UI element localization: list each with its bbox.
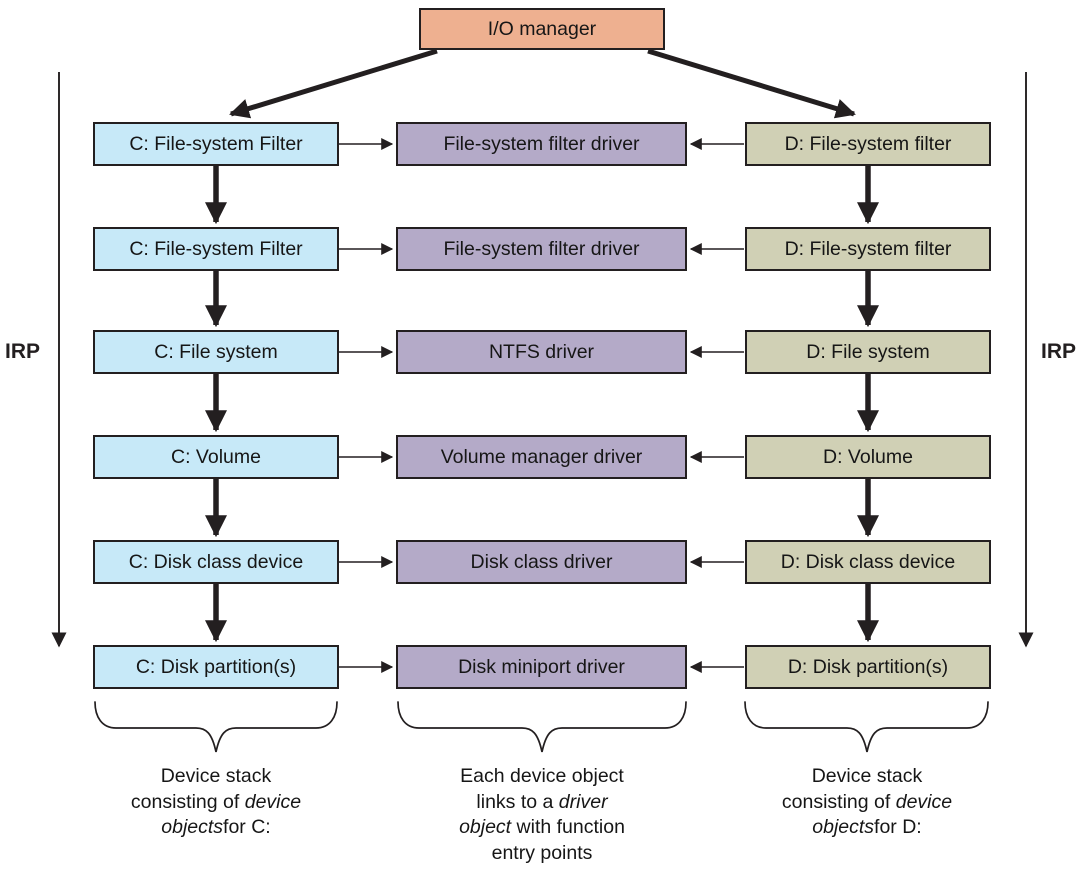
device-box-c-disk-class: C: Disk class device — [93, 540, 339, 584]
caption-line: consisting of — [781, 790, 896, 813]
io-manager-to-c-arrow — [229, 48, 438, 119]
caption-line: with function — [511, 816, 625, 838]
caption-driver-objects: Each device object links to a driver obj… — [397, 764, 687, 866]
device-box-c-filesystem: C: File system — [93, 330, 339, 374]
caption-line: for D: — [874, 816, 922, 838]
driver-box-volume-mgr: Volume manager driver — [396, 435, 687, 479]
caption-d-stack: Device stack consisting of device object… — [727, 764, 1007, 841]
d-to-driver-link-arrows — [689, 138, 744, 673]
c-to-driver-link-arrows — [339, 138, 394, 673]
caption-line: entry points — [491, 841, 593, 864]
brace-d-stack — [744, 701, 989, 753]
device-box-d-filter-1: D: File-system filter — [745, 122, 991, 166]
driver-box-filter-2: File-system filter driver — [396, 227, 687, 271]
irp-label-left: IRP — [5, 340, 41, 363]
caption-line: Device stack — [811, 765, 923, 787]
caption-c-stack: Device stack consisting of device object… — [76, 764, 356, 841]
device-box-d-volume: D: Volume — [745, 435, 991, 479]
caption-italic: objects — [161, 816, 224, 838]
device-box-d-filesystem: D: File system — [745, 330, 991, 374]
brace-c-stack — [94, 701, 338, 753]
caption-line: Each device object — [460, 765, 624, 787]
caption-line: links to a — [476, 790, 559, 813]
caption-italic: driver — [558, 790, 608, 813]
device-box-d-partition: D: Disk partition(s) — [745, 645, 991, 689]
device-box-c-partition: C: Disk partition(s) — [93, 645, 339, 689]
irp-label-right: IRP — [1041, 340, 1077, 363]
driver-box-disk-class: Disk class driver — [396, 540, 687, 584]
caption-line: for C: — [223, 816, 271, 838]
brace-driver-objects — [397, 701, 687, 753]
caption-line: Device stack — [160, 765, 272, 787]
device-box-c-filter-2: C: File-system Filter — [93, 227, 339, 271]
driver-box-ntfs: NTFS driver — [396, 330, 687, 374]
driver-box-filter-1: File-system filter driver — [396, 122, 687, 166]
device-box-c-filter-1: C: File-system Filter — [93, 122, 339, 166]
device-box-d-disk-class: D: Disk class device — [745, 540, 991, 584]
device-box-c-volume: C: Volume — [93, 435, 339, 479]
driver-box-miniport: Disk miniport driver — [396, 645, 687, 689]
caption-italic: device — [895, 790, 953, 813]
io-manager-box: I/O manager — [419, 8, 665, 50]
caption-italic: device — [244, 790, 302, 813]
io-manager-to-d-arrow — [647, 48, 856, 119]
caption-italic: object — [459, 816, 512, 838]
caption-line: consisting of — [130, 790, 245, 813]
device-box-d-filter-2: D: File-system filter — [745, 227, 991, 271]
caption-italic: objects — [812, 816, 875, 838]
